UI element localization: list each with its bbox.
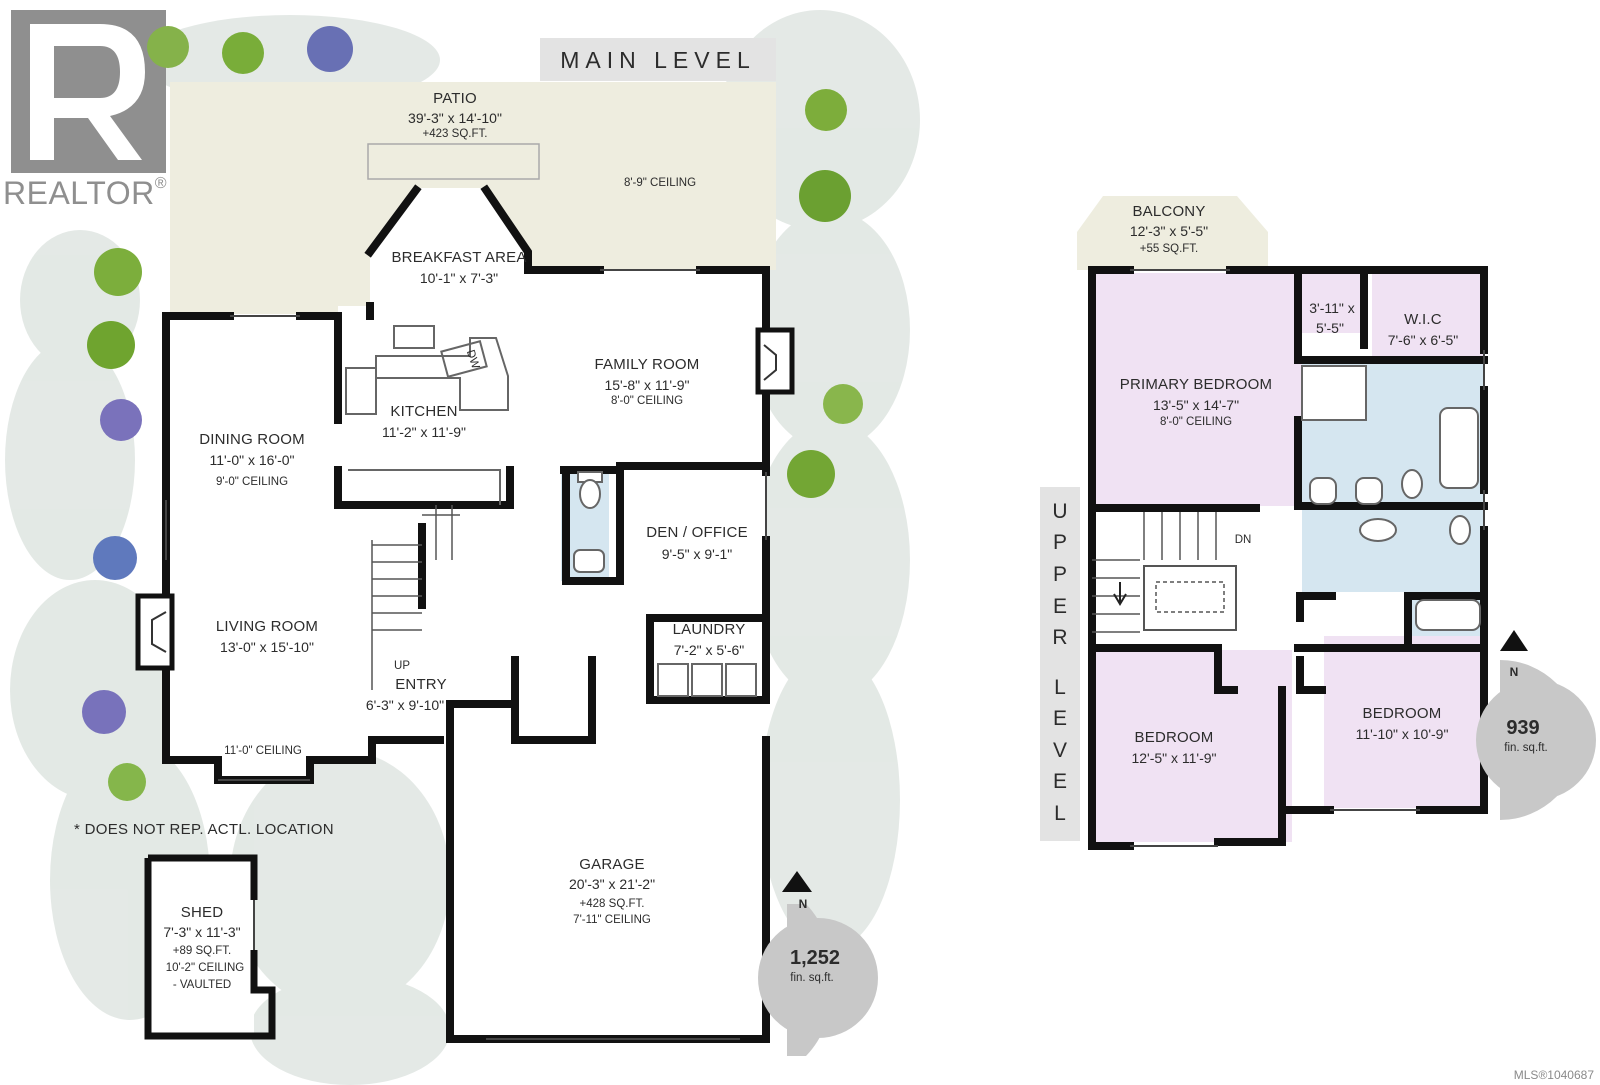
wic-dim: 7'-6" x 6'-5" <box>1387 332 1459 348</box>
upper-title-letter: U <box>1052 499 1068 523</box>
shed-dim: 7'-3" x 11'-3" <box>163 924 241 940</box>
level-title-letter: E <box>1052 770 1067 794</box>
patio-ceiling: 8'-9" CEILING <box>623 177 697 189</box>
realtor-logo <box>11 10 166 173</box>
level-title-letter: L <box>1054 802 1066 826</box>
wic-label: W.I.C <box>1404 311 1442 328</box>
mls-watermark: MLS®1040687 <box>1513 1068 1594 1082</box>
family-room-label: FAMILY ROOM <box>594 356 700 373</box>
main-level-plan <box>135 38 878 1056</box>
shed-area: +89 SQ.FT. <box>172 945 232 957</box>
den-office-label: DEN / OFFICE <box>646 524 748 541</box>
main-fin-sqft-unit: fin. sq.ft. <box>790 972 834 984</box>
upper-fin-sqft-unit: fin. sq.ft. <box>1504 742 1548 754</box>
balcony-label: BALCONY <box>1132 203 1206 220</box>
upper-north-label: N <box>1509 665 1519 679</box>
main-north-label: N <box>798 897 808 911</box>
upper-level-title: U P P E R L E V E L <box>1040 496 1080 830</box>
garage-ceiling: 7'-11" CEILING <box>573 914 651 926</box>
level-title-letter: V <box>1052 738 1067 762</box>
location-disclaimer: * DOES NOT REP. ACTL. LOCATION <box>74 821 334 838</box>
dining-room-ceiling: 9'-0" CEILING <box>215 476 289 488</box>
dining-room-dim: 11'-0" x 16'-0" <box>209 452 295 468</box>
laundry-dim: 7'-2" x 5'-6" <box>673 642 745 658</box>
main-level-title: MAIN LEVEL <box>560 47 756 73</box>
family-room-dim: 15'-8" x 11'-9" <box>604 377 690 393</box>
dining-room-label: DINING ROOM <box>199 431 305 448</box>
upper-title-letter: R <box>1052 626 1068 650</box>
upper-title-letter: E <box>1052 594 1067 618</box>
den-office-dim: 9'-5" x 9'-1" <box>661 546 733 562</box>
living-room-dim: 13'-0" x 15'-10" <box>220 639 314 655</box>
primary-bedroom-label: PRIMARY BEDROOM <box>1119 376 1273 393</box>
balcony-dim: 12'-3" x 5'-5" <box>1129 223 1209 239</box>
level-title-letter: E <box>1052 707 1067 731</box>
bedroom-right-dim: 11'-10" x 10'-9" <box>1355 726 1449 742</box>
living-room-ceiling: 11'-0" CEILING <box>224 745 302 757</box>
closet-dim-b: 5'-5" <box>1316 320 1344 336</box>
kitchen-dim: 11'-2" x 11'-9" <box>381 424 467 440</box>
patio-label: PATIO <box>433 90 477 107</box>
family-room-ceiling: 8'-0" CEILING <box>610 395 684 407</box>
shed-ceiling: 10'-2" CEILING <box>165 962 245 974</box>
primary-bedroom-dim: 13'-5" x 14'-7" <box>1152 397 1240 413</box>
breakfast-area-dim: 10'-1" x 7'-3" <box>419 270 499 286</box>
main-fin-sqft-value: 1,252 <box>789 947 841 969</box>
bedroom-left-label: BEDROOM <box>1134 729 1214 746</box>
stairs-up-label: UP <box>394 660 410 672</box>
laundry-label: LAUNDRY <box>672 621 746 638</box>
realtor-wordmark-text: REALTOR <box>3 175 155 211</box>
shed-label: SHED <box>180 904 224 921</box>
upper-level-plan <box>1040 196 1596 850</box>
patio-area: +423 SQ.FT. <box>422 128 488 140</box>
entry-dim: 6'-3" x 9'-10" <box>365 697 445 713</box>
living-room-label: LIVING ROOM <box>215 618 319 635</box>
stairs-down-label: DN <box>1234 534 1252 546</box>
primary-bedroom-ceiling: 8'-0" CEILING <box>1159 416 1233 428</box>
kitchen-label: KITCHEN <box>390 403 458 420</box>
garage-area: +428 SQ.FT. <box>579 898 645 910</box>
entry-label: ENTRY <box>395 676 447 693</box>
realtor-wordmark: REALTOR® <box>3 175 167 212</box>
shrubs <box>82 26 863 801</box>
upper-title-letter: P <box>1052 563 1067 587</box>
bedroom-left-dim: 12'-5" x 11'-9" <box>1131 750 1217 766</box>
garage-dim: 20'-3" x 21'-2" <box>568 876 656 892</box>
closet-dim-a: 3'-11" x <box>1309 300 1355 316</box>
breakfast-area-label: BREAKFAST AREA <box>391 249 527 266</box>
upper-fin-sqft-value: 939 <box>1506 717 1540 739</box>
garage-label: GARAGE <box>579 856 645 873</box>
bedroom-right-label: BEDROOM <box>1362 705 1442 722</box>
patio-dim: 39'-3" x 14'-10" <box>408 110 502 126</box>
level-title-letter: L <box>1054 675 1066 699</box>
registered-mark: ® <box>154 175 167 192</box>
balcony-area: +55 SQ.FT. <box>1139 243 1199 255</box>
shed-vaulted: - VAULTED <box>172 979 232 991</box>
upper-title-letter: P <box>1052 531 1067 555</box>
